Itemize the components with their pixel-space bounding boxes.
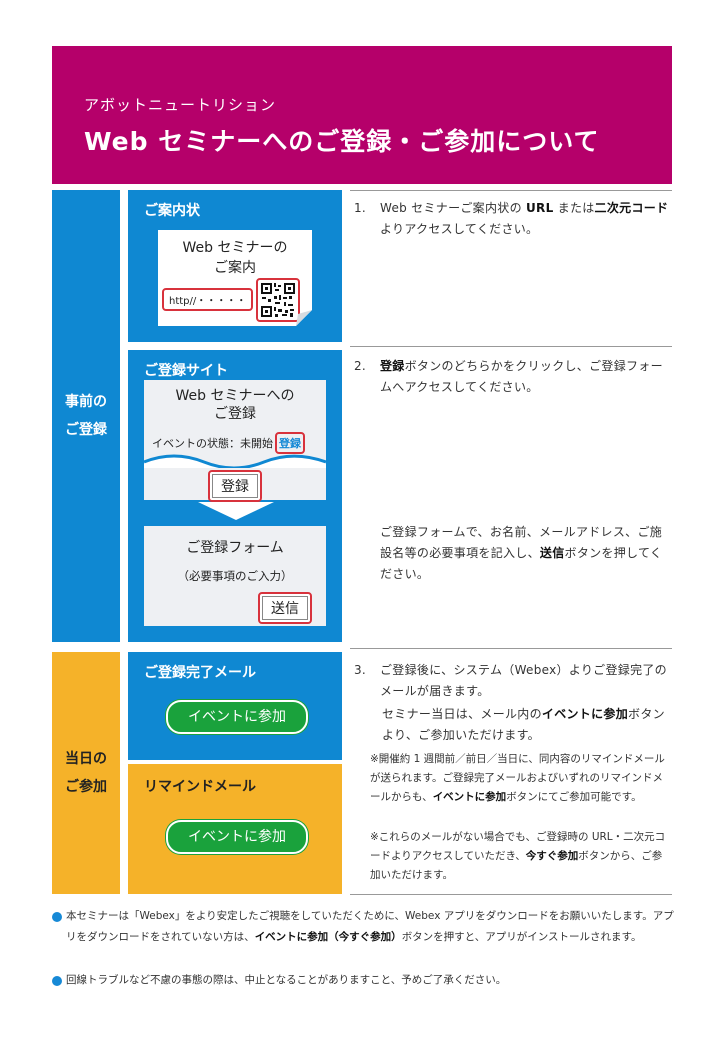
divider-2 xyxy=(350,346,672,347)
bullet-dot-icon xyxy=(52,912,62,922)
form-subtitle: （必要事項のご入力） xyxy=(177,569,293,583)
join-event-button-complete[interactable]: イベントに参加 xyxy=(166,700,308,734)
sidebar-day-line2: ご参加 xyxy=(65,779,107,795)
step-2: 2. 登録ボタンのどちらかをクリックし、ご登録フォームへアクセスしてください。 xyxy=(354,356,672,398)
qr-code-icon xyxy=(260,282,296,318)
divider-top xyxy=(350,190,672,191)
form-title: ご登録フォーム xyxy=(186,540,284,556)
step-3: 3. ご登録後に、システム（Webex）よりご登録完了のメールが届きます。 xyxy=(354,660,672,702)
registration-site-panel: ご登録サイト Web セミナーへの ご登録 イベントの状態：未開始登録 登録 ご… xyxy=(128,350,342,642)
invitation-url[interactable]: http//・・・・・ xyxy=(162,288,254,311)
step-1: 1. Web セミナーご案内状の URL または二次元コードよりアクセスしてくだ… xyxy=(354,198,672,240)
footer-note-1: 本セミナーは「Webex」をより安定したご視聴をしていただくために、Webex … xyxy=(66,910,674,943)
step-1-number: 1. xyxy=(354,201,367,215)
invitation-title: ご案内状 xyxy=(144,203,200,219)
remind-mail-title: リマインドメール xyxy=(144,779,256,795)
complete-mail-panel: ご登録完了メール イベントに参加 xyxy=(128,652,342,760)
registration-site-title: ご登録サイト xyxy=(144,363,228,379)
arrow-down-icon xyxy=(198,502,274,520)
bullet-dot-icon xyxy=(52,976,62,986)
divider-bottom xyxy=(350,894,672,895)
header-subtitle: アボットニュートリション xyxy=(84,96,277,114)
qr-code[interactable] xyxy=(256,278,300,322)
step-2-form-instructions: ご登録フォームで、お名前、メールアドレス、ご施設名等の必要事項を記入し、送信ボタ… xyxy=(380,525,663,581)
site-box-line1: Web セミナーへの xyxy=(175,388,295,404)
remind-mail-panel: リマインドメール イベントに参加 xyxy=(128,764,342,894)
invitation-card-line2: ご案内 xyxy=(214,260,256,276)
registration-site-box: Web セミナーへの ご登録 イベントの状態：未開始登録 登録 xyxy=(144,380,326,502)
page-title: Web セミナーへのご登録・ご参加について xyxy=(84,127,600,156)
sidebar-pre-line1: 事前の xyxy=(65,394,107,410)
invitation-panel: ご案内状 Web セミナーの ご案内 http//・・・・・ xyxy=(128,190,342,342)
sidebar-day-line1: 当日の xyxy=(65,751,107,767)
join-event-button-remind[interactable]: イベントに参加 xyxy=(166,820,308,854)
registration-form-box: ご登録フォーム （必要事項のご入力） 送信 xyxy=(144,526,326,626)
invitation-card: Web セミナーの ご案内 http//・・・・・ xyxy=(158,230,312,326)
header-banner: アボットニュートリション Web セミナーへのご登録・ご参加について xyxy=(52,46,672,184)
submit-button[interactable]: 送信 xyxy=(258,592,312,624)
complete-mail-title: ご登録完了メール xyxy=(144,665,256,681)
sidebar-pre-registration: 事前の ご登録 xyxy=(52,190,120,642)
note-no-email: ※これらのメールがない場合でも、ご登録時の URL・二次元コードよりアクセスして… xyxy=(370,831,666,881)
divider-3 xyxy=(350,648,672,649)
sidebar-pre-line2: ご登録 xyxy=(65,422,107,438)
invitation-card-line1: Web セミナーの xyxy=(182,240,288,256)
step-3-day-instructions: セミナー当日は、メール内のイベントに参加ボタンより、ご参加いただけます。 xyxy=(382,707,665,742)
register-button[interactable]: 登録 xyxy=(208,470,262,502)
page-curl-icon xyxy=(296,310,312,326)
event-status-text: イベントの状態：未開始 xyxy=(152,437,273,450)
site-box-line2: ご登録 xyxy=(214,406,256,422)
step-2-number: 2. xyxy=(354,359,367,373)
note-reminder: ※開催約 1 週間前／前日／当日に、同内容のリマインドメールが送られます。ご登録… xyxy=(370,753,665,803)
sidebar-day-participation: 当日の ご参加 xyxy=(52,652,120,894)
step-3-number: 3. xyxy=(354,663,367,677)
footer-note-2: 回線トラブルなど不慮の事態の際は、中止となることがありますこと、予めご了承くださ… xyxy=(66,974,507,986)
register-link[interactable]: 登録 xyxy=(275,432,305,454)
